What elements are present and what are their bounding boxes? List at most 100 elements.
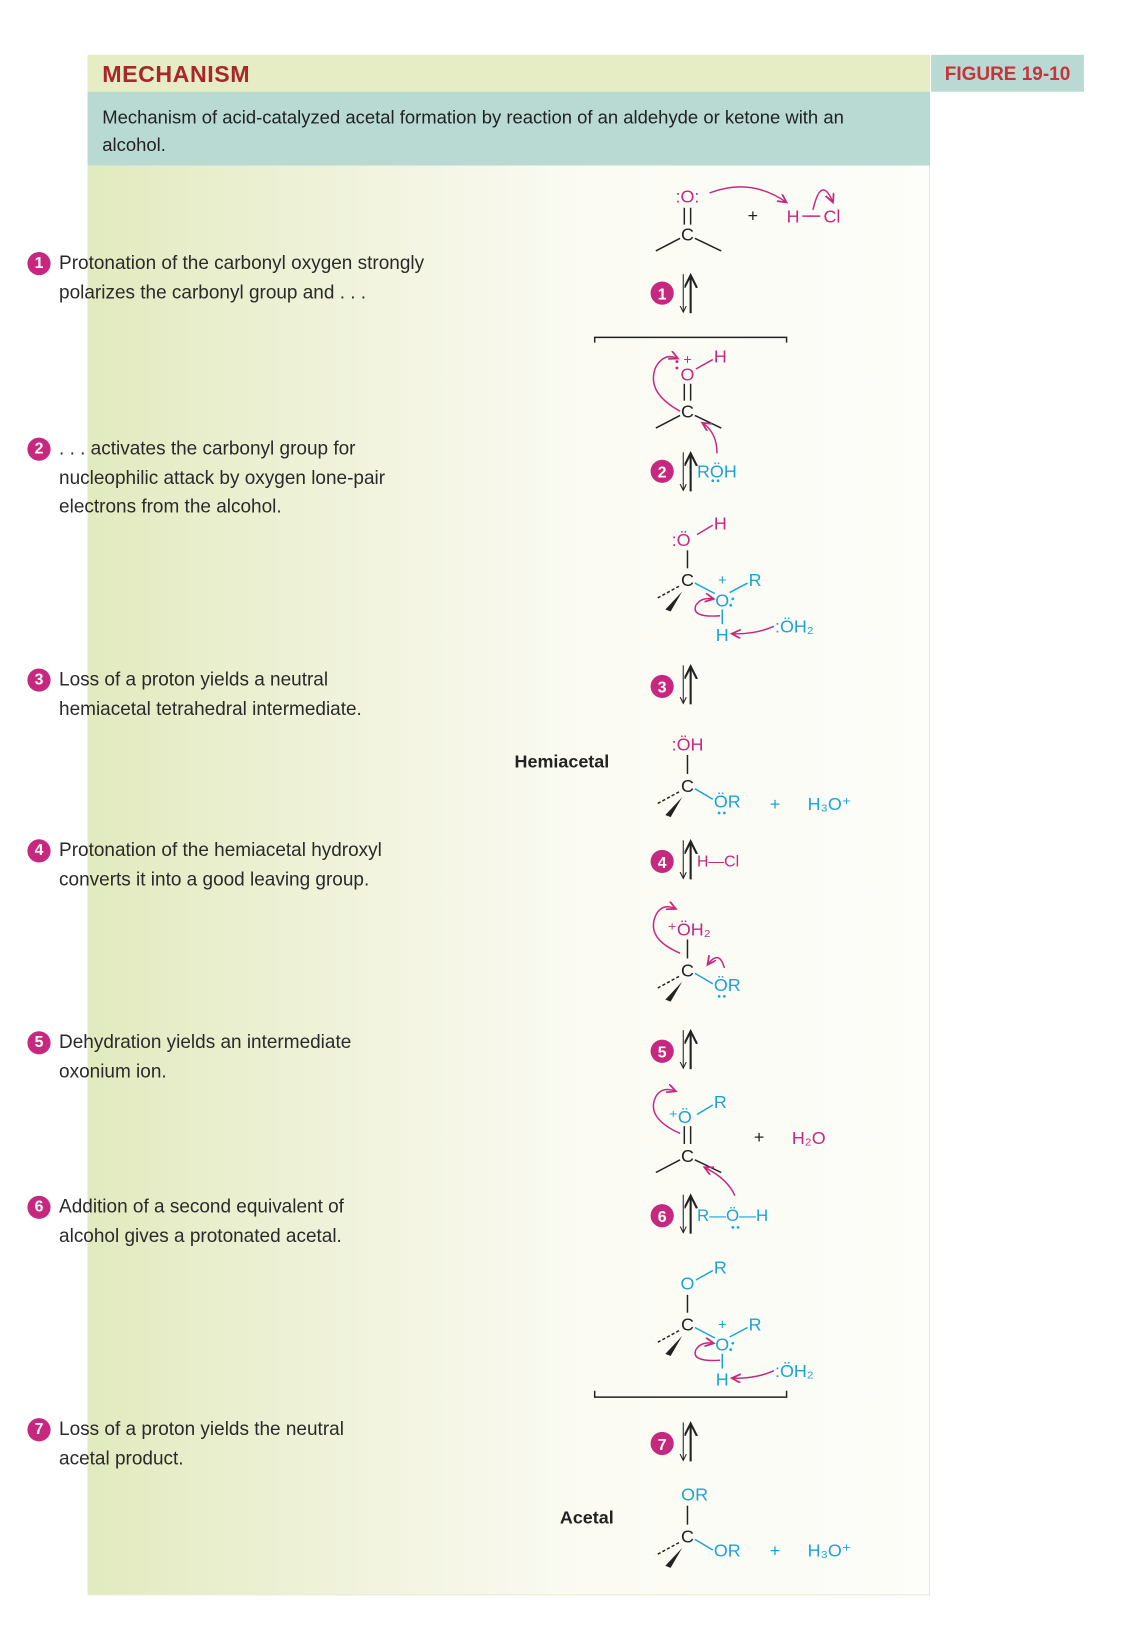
- svg-text:ÖR: ÖR: [714, 975, 741, 995]
- step-2-text: 2 . . . activates the carbonyl group for …: [27, 434, 439, 521]
- carbonyl-reactant: :O: C + H Cl: [655, 186, 840, 252]
- step-description: Loss of a proton yields a neutral hemiac…: [59, 668, 362, 719]
- svg-text:7: 7: [658, 1437, 667, 1454]
- svg-text:O: O: [715, 1335, 729, 1355]
- step-number-badge: 5: [27, 1031, 51, 1055]
- svg-text:4: 4: [658, 855, 667, 872]
- svg-text:RÖH: RÖH: [697, 462, 737, 482]
- svg-text:5: 5: [658, 1045, 667, 1062]
- tetrahedral-oxonium-intermediate: :Ö H C + O R H :ÖH₂: [655, 513, 814, 645]
- svg-text:H: H: [714, 347, 727, 367]
- step-description: Loss of a proton yields the neutral acet…: [59, 1418, 344, 1469]
- header-bar: MECHANISM: [87, 54, 930, 92]
- oxonium-ion: ⁺Ö R C + H₂O: [652, 1090, 826, 1196]
- step-number-badge: 1: [27, 252, 51, 276]
- figure-caption: Mechanism of acid-catalyzed acetal forma…: [102, 106, 844, 155]
- svg-text:2: 2: [658, 465, 667, 482]
- svg-text:O: O: [715, 590, 729, 610]
- svg-text::ÖH₂: :ÖH₂: [775, 617, 814, 637]
- electron-arrow: [732, 625, 775, 633]
- step-description: Addition of a second equivalent of alcoh…: [59, 1195, 344, 1246]
- figure-title: MECHANISM: [102, 61, 251, 88]
- svg-text:R: R: [714, 1258, 727, 1278]
- svg-text:H₃O⁺: H₃O⁺: [808, 1540, 852, 1560]
- acetal-label: Acetal: [559, 1507, 614, 1528]
- svg-text:Cl: Cl: [823, 206, 840, 226]
- electron-arrow: [812, 189, 833, 210]
- svg-text:OR: OR: [714, 1540, 741, 1560]
- protonated-acetal: O R C + O R H :ÖH₂: [655, 1258, 814, 1389]
- svg-text:C: C: [681, 402, 694, 422]
- svg-text:C: C: [681, 960, 694, 980]
- svg-text:+: +: [748, 205, 758, 225]
- svg-text:+: +: [718, 1318, 727, 1334]
- hemiacetal-structure: :ÖH C ÖR + H₃O⁺: [655, 735, 852, 818]
- step-5-text: 5 Dehydration yields an intermediate oxon…: [27, 1028, 396, 1086]
- svg-text:R: R: [749, 570, 762, 590]
- svg-text:C: C: [681, 1146, 694, 1166]
- step-number-badge: 6: [27, 1195, 51, 1219]
- electron-arrow: [708, 958, 726, 969]
- svg-text:+: +: [770, 1540, 780, 1560]
- equilibrium-step-2: 2 RÖH: [650, 452, 737, 491]
- svg-text:C: C: [681, 1315, 694, 1335]
- step-number-badge: 4: [27, 839, 51, 863]
- electron-arrow: [702, 423, 718, 454]
- electron-arrow: [652, 1090, 681, 1135]
- equilibrium-step-4: 4 H—Cl: [650, 840, 739, 879]
- caption-band: Mechanism of acid-catalyzed acetal forma…: [87, 91, 930, 166]
- svg-text:H: H: [716, 625, 729, 645]
- svg-text:3: 3: [658, 680, 667, 697]
- svg-text:R—Ö—H: R—Ö—H: [697, 1206, 768, 1225]
- svg-text:R: R: [749, 1315, 762, 1335]
- step-7-text: 7 Loss of a proton yields the neutral ace…: [27, 1415, 386, 1473]
- step-number-badge: 3: [27, 668, 51, 692]
- equilibrium-step-6: 6 R—Ö—H: [650, 1195, 768, 1234]
- svg-text:R: R: [714, 1092, 727, 1112]
- bracket-top: [593, 336, 788, 343]
- svg-text:C: C: [681, 224, 694, 244]
- equilibrium-step-3: 3: [650, 665, 691, 704]
- electron-arrow: [694, 598, 721, 617]
- svg-text::Ö: :Ö: [672, 530, 691, 550]
- protonated-carbonyl: + O H C: [652, 347, 727, 454]
- bracket-bottom: [593, 1390, 788, 1398]
- svg-text:+: +: [754, 1127, 764, 1147]
- electron-arrow: [732, 1370, 775, 1378]
- svg-text:H₃O⁺: H₃O⁺: [808, 794, 852, 814]
- svg-text::ÖH: :ÖH: [672, 735, 704, 755]
- mechanism-body: [87, 165, 930, 1596]
- svg-text:H₂O: H₂O: [792, 1128, 826, 1148]
- figure-label-box: FIGURE 19-10: [931, 54, 1084, 92]
- equilibrium-step-5: 5: [650, 1030, 691, 1069]
- svg-text::O:: :O:: [676, 186, 700, 206]
- electron-arrow: [652, 907, 681, 954]
- electron-arrow: [694, 1343, 721, 1362]
- acetal-structure: OR C OR + H₃O⁺: [655, 1484, 852, 1568]
- equilibrium-step-1: 1: [650, 274, 691, 313]
- svg-text:ÖR: ÖR: [714, 792, 741, 812]
- figure-number: FIGURE 19-10: [944, 63, 1071, 85]
- step-number-badge: 2: [27, 437, 51, 461]
- svg-text:1: 1: [658, 286, 667, 303]
- svg-text:6: 6: [658, 1209, 667, 1226]
- svg-text:H: H: [787, 206, 800, 226]
- svg-text:C: C: [681, 1527, 694, 1547]
- step-description: Dehydration yields an intermediate oxoni…: [59, 1031, 352, 1082]
- svg-text:+: +: [718, 573, 727, 589]
- step-6-text: 6 Addition of a second equivalent of alco…: [27, 1193, 396, 1251]
- svg-text:O: O: [681, 1274, 695, 1294]
- step-number-badge: 7: [27, 1418, 51, 1442]
- step-description: Protonation of the hemiacetal hydroxyl c…: [59, 839, 382, 890]
- svg-text:+: +: [683, 352, 691, 367]
- svg-text::ÖH₂: :ÖH₂: [775, 1361, 814, 1381]
- svg-text:OR: OR: [681, 1484, 708, 1504]
- svg-text:+: +: [770, 794, 780, 814]
- svg-text:⁺Ö: ⁺Ö: [668, 1107, 691, 1127]
- step-4-text: 4 Protonation of the hemiacetal hydroxyl …: [27, 836, 423, 894]
- step-description: . . . activates the carbonyl group for n…: [59, 437, 386, 517]
- electron-arrow: [652, 357, 681, 412]
- svg-text:⁺ÖH₂: ⁺ÖH₂: [667, 919, 710, 939]
